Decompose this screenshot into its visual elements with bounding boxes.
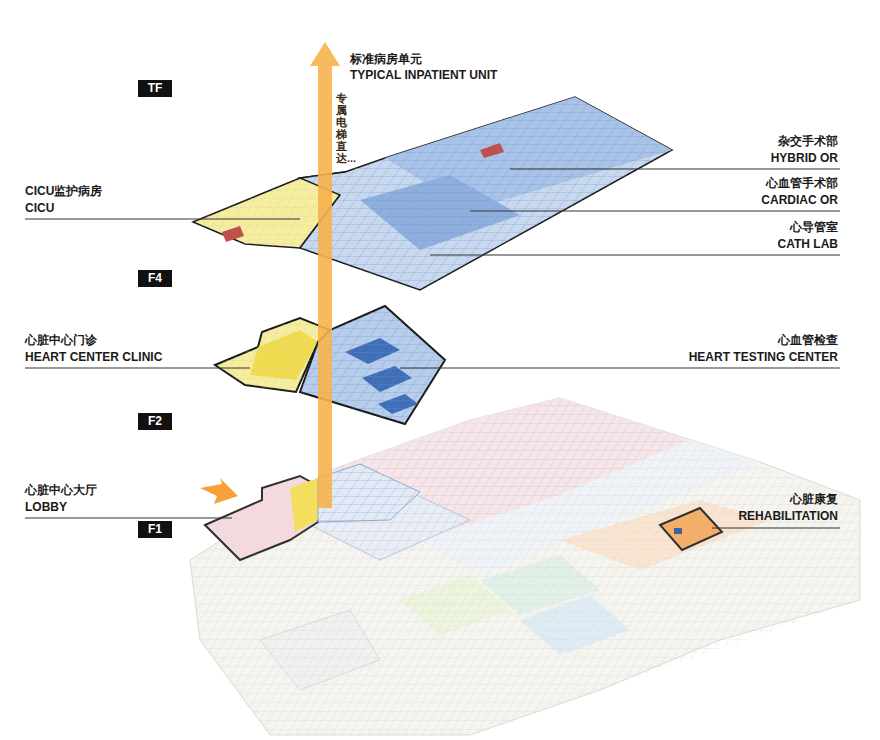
callout-label: TYPICAL INPATIENT UNIT [350,68,497,83]
callout-label: 心脏康复 [790,492,838,507]
callout-label: HYBRID OR [771,151,838,166]
callout-label: 杂交手术部 [778,134,838,149]
callout-label: 心导管室 [790,220,838,235]
floor-tag: F2 [138,413,172,430]
callout-label: REHABILITATION [738,509,838,524]
floor-label: F4 [148,271,162,285]
floor-tag: F1 [138,521,172,538]
callout-label: 心血管手术部 [766,176,838,191]
floor-tag: TF [138,80,172,97]
callout-label: CATH LAB [778,237,838,252]
arrow-label: 专属电梯直达... [336,92,347,165]
callout-label: HEART CENTER CLINIC [25,350,162,365]
floor-label: F2 [148,414,162,428]
callout-label: 心血管检查 [778,333,838,348]
floor-tag: F4 [138,270,172,287]
callout-label: HEART TESTING CENTER [689,350,838,365]
callout-label: 心脏中心门诊 [25,333,97,348]
callout-label: CARDIAC OR [761,193,838,208]
floor-label: F1 [148,522,162,536]
callout-label: 心脏中心大厅 [25,483,97,498]
callout-label: 标准病房单元 [350,52,422,67]
floor-label: TF [148,81,163,95]
callout-label: CICU监护病房 [25,184,102,199]
callout-label: CICU [25,201,54,216]
callout-label: LOBBY [25,500,67,515]
